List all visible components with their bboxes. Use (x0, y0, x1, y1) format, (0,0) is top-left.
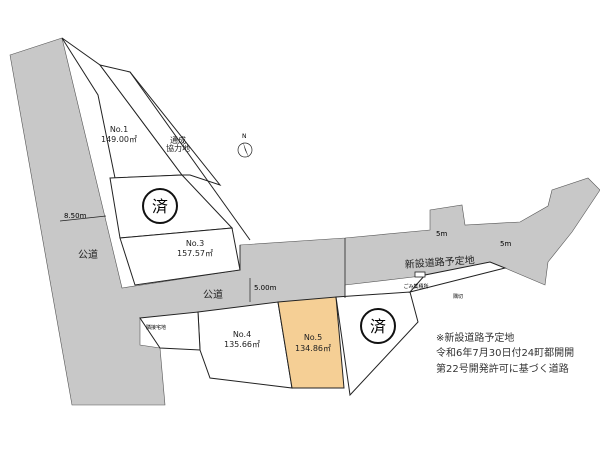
compass-label: N (242, 133, 247, 140)
public-road-label: 公道 (78, 248, 98, 261)
sold-text: 済 (152, 197, 168, 216)
sold-mark-lot-2 (142, 188, 178, 224)
lot-3-area: 157.57㎡ (177, 249, 213, 258)
public-road-width: 5.00m (254, 284, 277, 292)
garbage-box (414, 271, 426, 278)
neighbor-label: 隣接宅地 (146, 324, 166, 331)
cooperation-land-label: 協力地 (166, 143, 190, 153)
note-line-3: 第22号開発許可に基づく道路 (436, 362, 569, 375)
public-road-label: 公道 (203, 288, 223, 301)
lot-5 (277, 296, 345, 389)
left-public-road (9, 37, 600, 406)
lot-4-no: No.4 (233, 330, 251, 339)
lot-5-no: No.5 (304, 333, 322, 342)
lot-1-no: No.1 (110, 125, 128, 134)
new-road-width-b: 5m (500, 240, 511, 248)
lot-4-area: 135.66㎡ (224, 340, 260, 349)
sold-mark-lot-6 (360, 308, 396, 344)
garbage-label: ごみ集積所 (403, 283, 428, 290)
neighbor-lot (139, 311, 201, 351)
lot-3-no: No.3 (186, 239, 204, 248)
left-road-width: 8.50m (64, 212, 87, 220)
sold-text: 済 (370, 317, 386, 336)
corner-label: 隅切 (453, 293, 463, 300)
note-line-2: 令和6年7月30日付24町都開開 (436, 346, 574, 359)
new-road-width-a: 5m (436, 230, 447, 238)
note-line-1: ※新設道路予定地 (436, 331, 514, 344)
north-arrow-icon (237, 142, 253, 158)
lot-1-area: 149.00㎡ (101, 135, 137, 144)
cooperation-land-label: 通成 (170, 135, 186, 145)
lot-5-area: 134.86㎡ (295, 344, 331, 353)
